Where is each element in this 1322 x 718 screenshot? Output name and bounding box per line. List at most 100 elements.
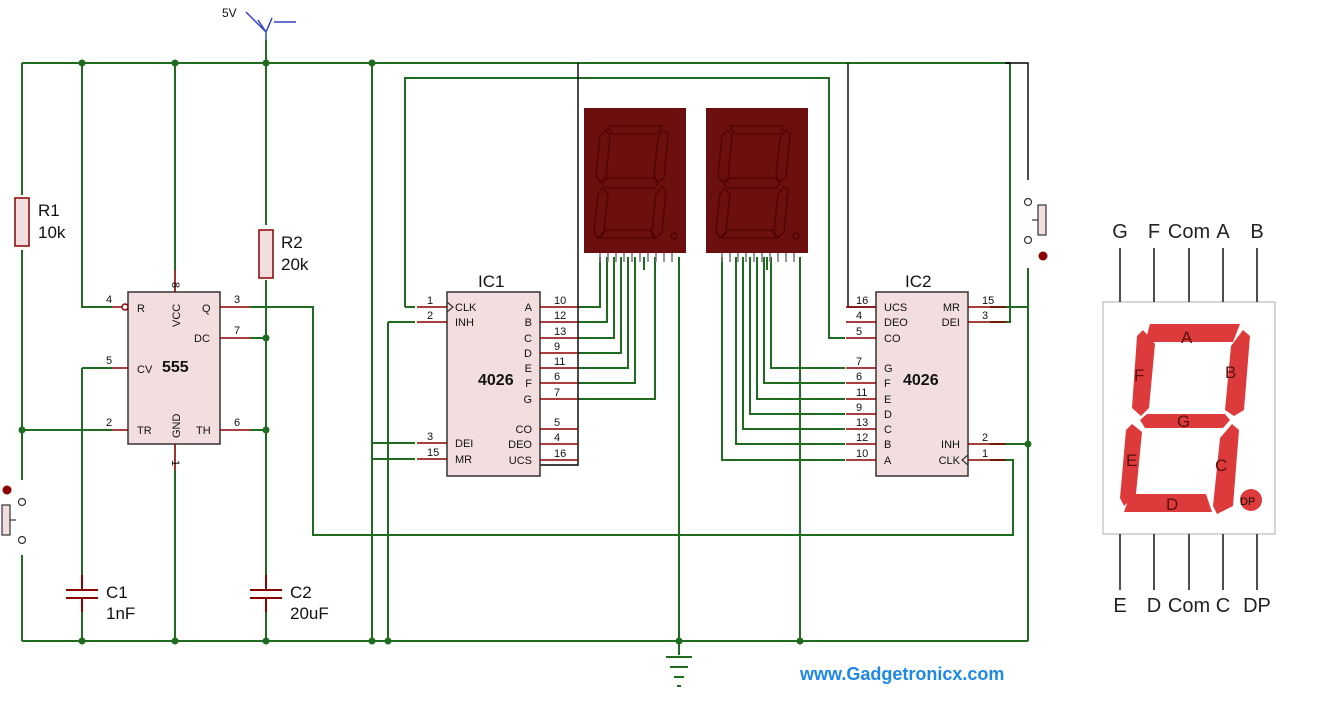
ref-bottom-pin-label: DP [1243,595,1271,617]
ic1-pin-label: B [525,317,532,329]
timer-pin-gnd: GND [171,414,183,439]
ic2-pin-inh: INH 2 [941,432,1006,451]
resistor-r1: R1 10k [14,197,66,247]
ref-label-e: E [1126,451,1137,470]
ic1-pin-number: 12 [554,310,566,322]
push-button-left [1,485,27,545]
ic2-pin-number: 11 [856,387,867,399]
ic2-pin-number: 12 [856,432,868,444]
ref-label-dp: DP [1240,496,1255,508]
ic1-pin-label: D [524,348,532,360]
display-2 [706,108,808,262]
resistor-r2: R2 20k [258,229,309,279]
ic2-pin-f: F6 [846,371,891,390]
ref-segment-f [1132,330,1155,416]
ref-segment-dp [1240,489,1262,511]
display-1-segment-g [601,177,659,189]
ic2-pin-number: 10 [856,448,868,460]
display-2-segment-e [715,187,731,239]
ic2-pin-label: E [884,394,891,406]
ic2-pin-label: CLK [939,455,961,467]
display-1-body [584,108,686,253]
ic1-pin-number: 16 [554,448,566,460]
ic2-pin-c: C13 [846,417,892,436]
timer-pin-th: TH [196,425,211,437]
ref-segment-g [1140,414,1230,428]
ref-bottom-pin-label: D [1147,595,1161,617]
ic1-pin-label: G [523,394,532,406]
ic2-pin-label: INH [941,439,960,451]
display-2-segment-a [729,125,785,135]
c1-value: 1nF [106,604,135,623]
c2-name: C2 [290,583,312,602]
ic2-pin-number: 16 [856,295,868,307]
ref-label-a: A [1181,328,1193,347]
junction-dots [18,59,1032,645]
capacitor-c1: C1 1nF [66,575,135,623]
ref-top-pin-label: A [1216,221,1230,243]
ic2-pin-number: 7 [856,356,862,368]
ref-segment-a [1145,324,1240,342]
display-1-segment-b [653,129,669,183]
timer-pin-num-4: 4 [106,294,112,306]
timer-pin-num-6: 6 [234,417,240,429]
ref-bottom-pin-label: C [1216,595,1230,617]
timer-pin-num-1: 1 [169,460,181,466]
ic2-pin-number: 13 [856,417,868,429]
display-2-segment-d [720,229,777,239]
ref-top-pin-label: G [1112,221,1128,243]
ic1-pin-label: UCS [509,455,532,467]
website-text: www.Gadgetronicx.com [799,664,1004,684]
ic2-pin-label: MR [943,302,960,314]
ic2-pin-d: D9 [846,402,892,421]
ref-top-pin-label: Com [1168,221,1210,243]
timer-pin-r: R [137,303,145,315]
display-1-segment-e [593,187,609,239]
ic2-pin-number: 2 [982,432,988,444]
ic2-pin-number: 1 [982,448,988,460]
ic1-pin-label: DEI [455,438,473,450]
push-button-right [1023,197,1048,261]
ic2-pin-label: A [884,455,892,467]
ref-label-b: B [1225,363,1236,382]
r1-name: R1 [38,201,60,220]
ic1-pin-number: 11 [554,356,565,368]
ic1-pin-d: D9 [524,341,578,360]
ic2-pin-label: DEO [884,317,908,329]
display-2-segment-b [775,129,791,183]
display-1-segment-dp [670,232,678,240]
ref-bottom-pin-label: Com [1168,595,1210,617]
ic2-pin-number: 5 [856,326,862,338]
ic2-pin-label: G [884,363,893,375]
ic1-pin-e: E11 [525,356,578,375]
ic2-pin-label: UCS [884,302,907,314]
timer-pin-num-3: 3 [234,294,240,306]
timer-pin-q: Q [202,303,211,315]
ic2-pin-number: 6 [856,371,862,383]
ic2-pin-label: F [884,378,891,390]
ic2-pin-label: D [884,409,892,421]
ic2-chip-label: 4026 [903,372,939,389]
ic2-pin-a: A 10 [846,448,892,467]
wire-network [21,40,1029,687]
ic1-chip-label: 4026 [478,372,514,389]
display-1-segment-a [607,125,663,135]
display-1-segment-f [595,129,611,183]
ic1-pin-number: 9 [554,341,560,353]
r1-value: 10k [38,223,66,242]
ic1-pin-ucs: UCS 16 [509,448,578,467]
display-2-segment-c [773,185,789,239]
supply-5v-symbol: 5V [222,6,296,48]
capacitor-c2: C2 20uF [250,575,329,623]
ic2-pin-number: 15 [982,295,994,307]
ic2-pin-label: B [884,439,891,451]
ic1-pin-label: F [525,378,532,390]
ic1-pin-g: G7 [523,387,578,406]
timer-pin-cv: CV [137,364,153,376]
ref-label-d: D [1166,495,1178,514]
timer-pin-num-7: 7 [234,325,240,337]
